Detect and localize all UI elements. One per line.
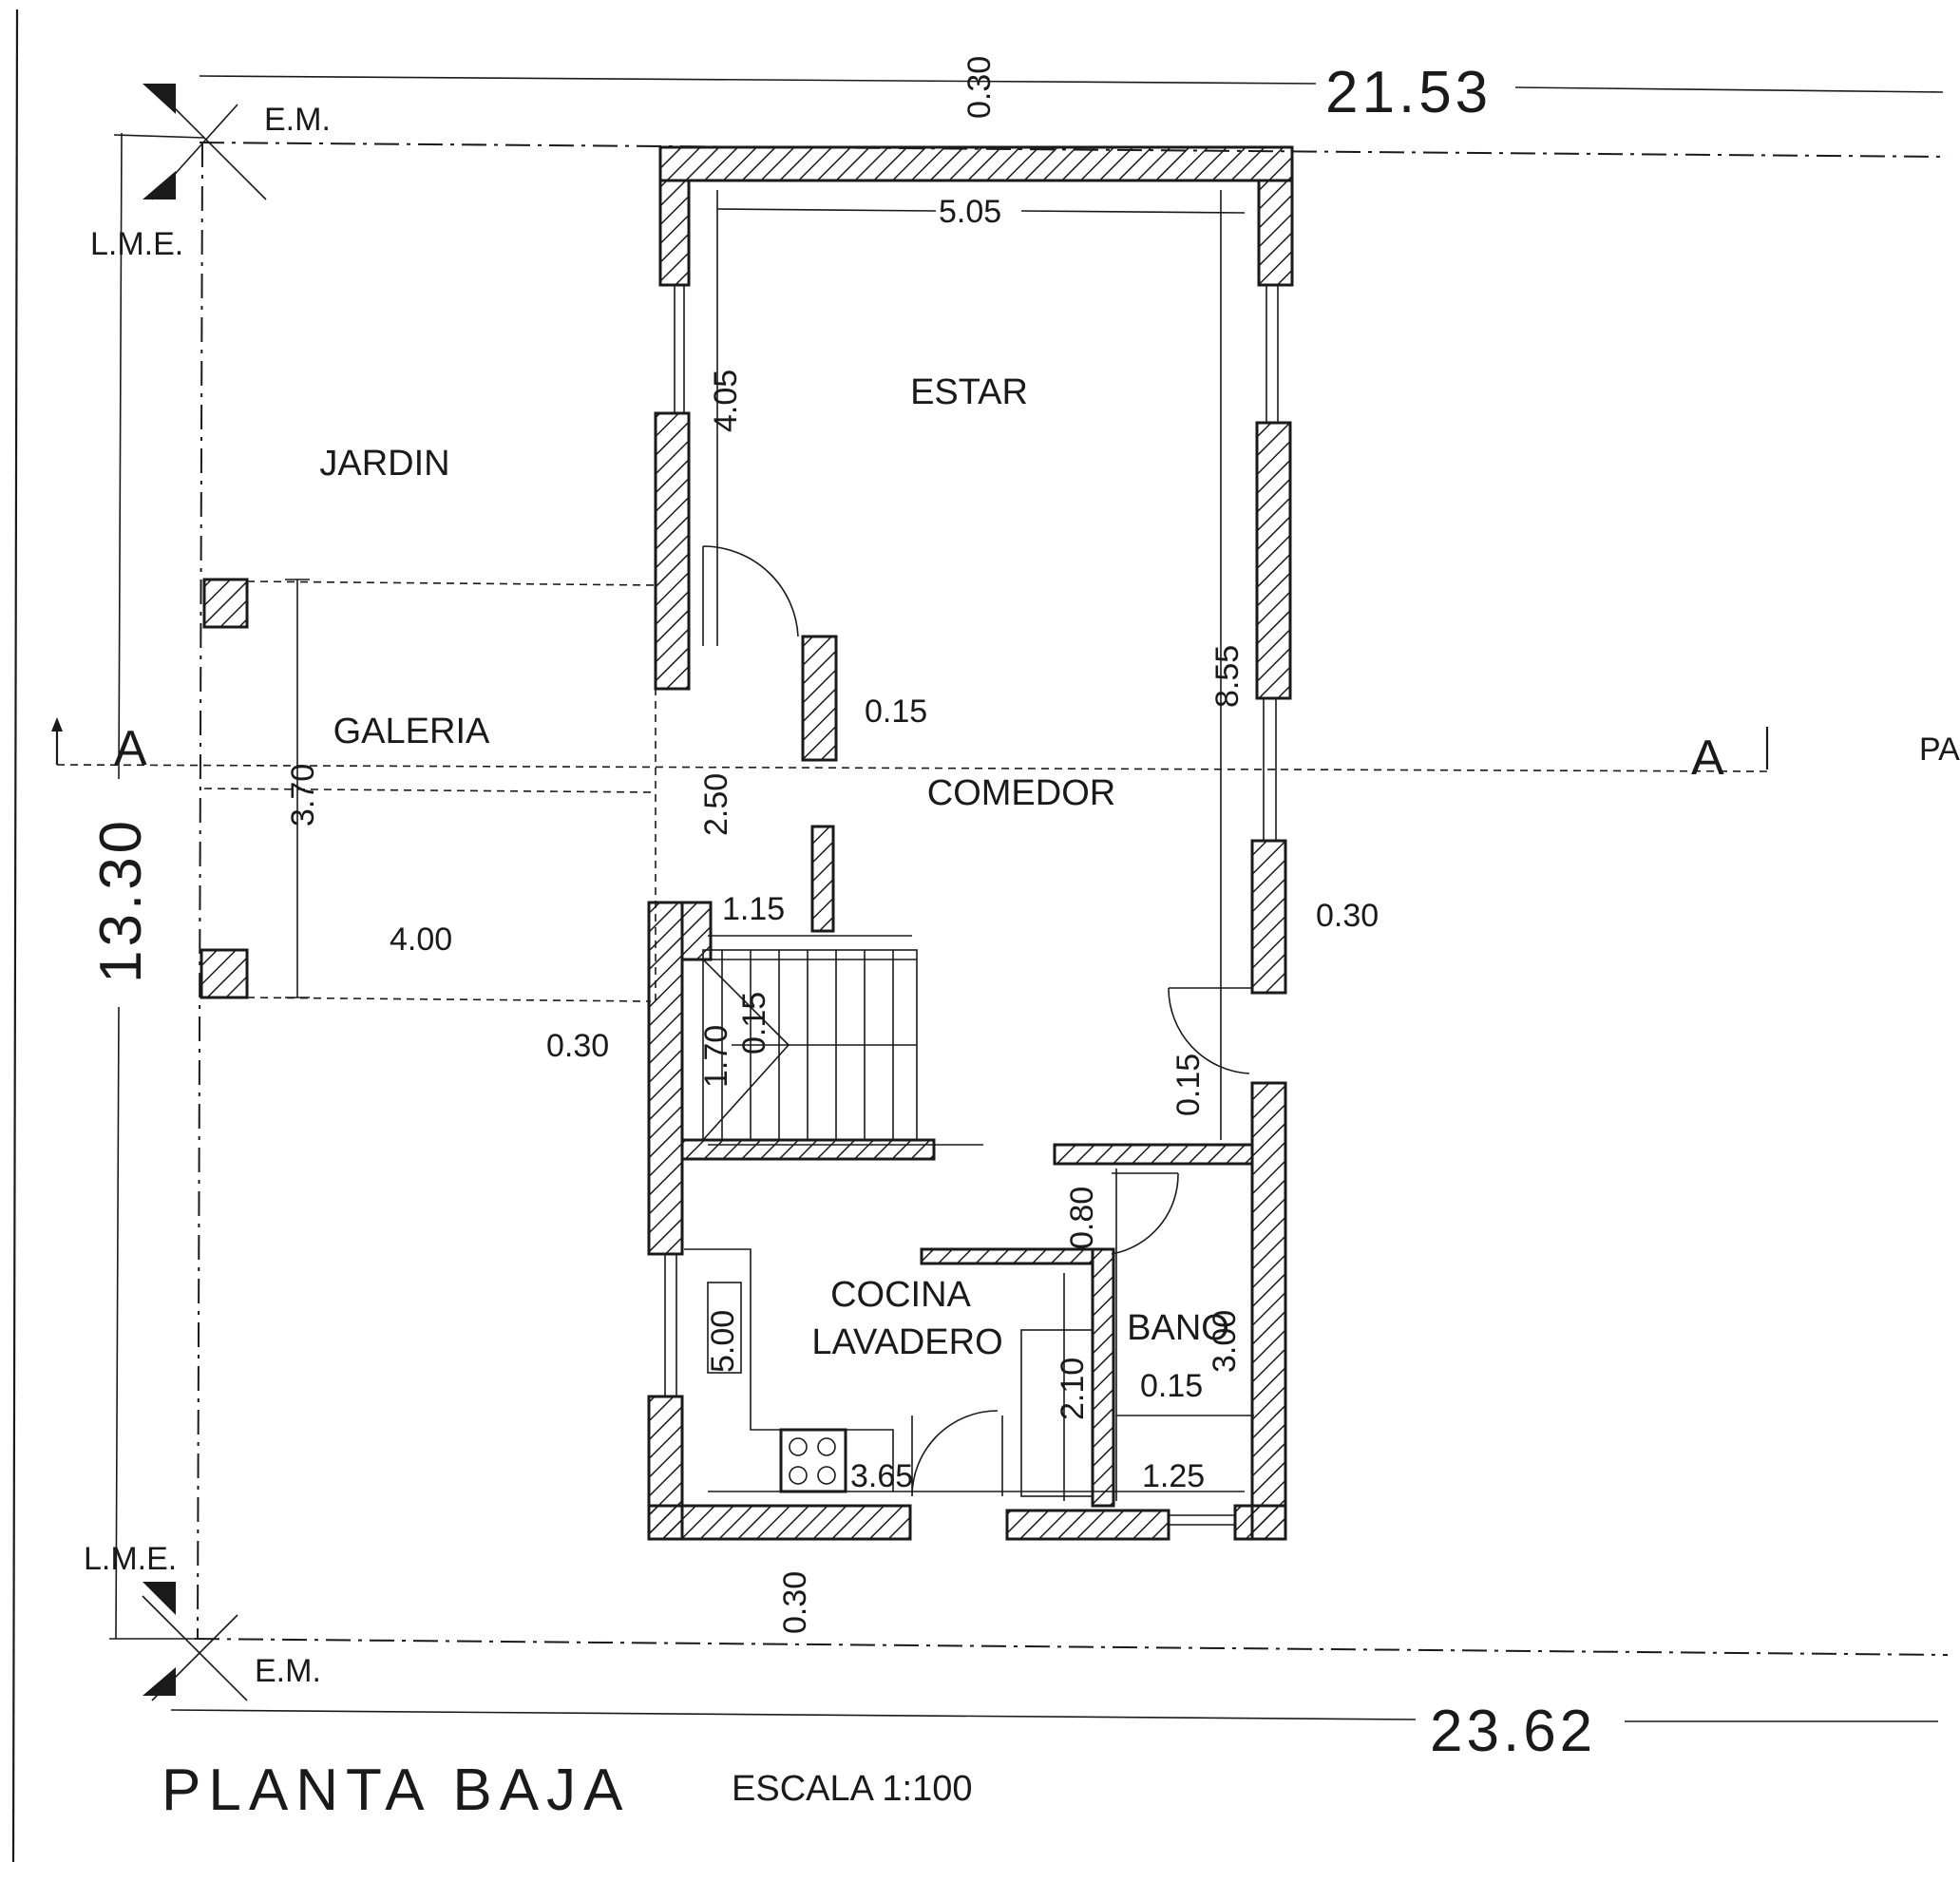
label-em-bottom: E.M. — [255, 1653, 321, 1689]
dim-bano-210: 2.10 — [1055, 1358, 1091, 1420]
room-bano: BANO — [1127, 1308, 1229, 1348]
dim-passage-250: 2.50 — [698, 773, 734, 836]
dim-cocina-depth: 5.00 — [705, 1310, 741, 1373]
label-em-top: E.M. — [264, 102, 331, 138]
corner-marker-bottom — [142, 1582, 248, 1701]
dim-bano-depth: 3.00 — [1207, 1310, 1243, 1373]
dim-stair-170: 1.70 — [698, 1025, 734, 1088]
dim-bottom-width: 23.62 — [1430, 1699, 1596, 1764]
dim-top-width: 21.53 — [1325, 60, 1492, 125]
dim-stair-015: 0.15 — [736, 992, 772, 1054]
room-lavadero: LAVADERO — [811, 1322, 1002, 1362]
room-comedor: COMEDOR — [927, 773, 1115, 813]
dim-left-wall: 0.30 — [546, 1028, 609, 1064]
page-left-edge — [11, 9, 19, 1863]
label-lme-bottom: L.M.E. — [84, 1541, 177, 1577]
dim-estar-width: 5.05 — [939, 194, 1001, 230]
label-lme-top: L.M.E. — [90, 226, 183, 262]
dim-estar-depth: 4.05 — [708, 370, 744, 432]
plan-scale: ESCALA 1:100 — [732, 1769, 973, 1809]
plan-title: PLANTA BAJA — [162, 1758, 630, 1823]
walls — [647, 145, 1294, 1541]
dim-left-height: 13.30 — [88, 817, 154, 983]
dim-passage-115: 1.15 — [722, 891, 785, 927]
corner-marker-top — [143, 84, 267, 200]
room-jardin: JARDIN — [319, 444, 449, 484]
galeria-column-bottom — [200, 948, 249, 999]
dim-top-wall: 0.30 — [961, 56, 998, 119]
dim-comedor-depth: 8.55 — [1209, 645, 1246, 708]
dim-door-080: 0.80 — [1064, 1187, 1100, 1249]
dim-right-wall: 0.30 — [1316, 898, 1379, 934]
room-cocina: COCINA — [830, 1275, 971, 1315]
dim-bano-partition: 0.15 — [1140, 1368, 1203, 1404]
dim-galeria-width: 4.00 — [390, 922, 452, 958]
stair — [702, 949, 918, 1141]
dim-galeria-depth: 3.70 — [285, 764, 321, 826]
windows — [664, 285, 1279, 1526]
dim-cocina-width: 3.65 — [850, 1458, 913, 1494]
section-line — [51, 717, 1769, 772]
dim-bottom-wall: 0.30 — [777, 1571, 813, 1634]
doors — [702, 545, 1252, 1497]
section-label-left: A — [114, 721, 147, 776]
dim-partition-015: 0.15 — [865, 694, 927, 730]
dim-door-015: 0.15 — [1170, 1054, 1207, 1116]
galeria-column-top — [202, 578, 249, 629]
room-galeria: GALERIA — [333, 712, 490, 751]
room-estar: ESTAR — [910, 372, 1028, 412]
inner-lines — [708, 190, 1254, 1501]
label-cut-edge: PA — [1919, 732, 1960, 768]
dim-bano-width: 1.25 — [1142, 1458, 1205, 1494]
kitchen-counter — [684, 1248, 1094, 1497]
property-lines — [109, 75, 1949, 1722]
section-label-right: A — [1691, 731, 1724, 786]
